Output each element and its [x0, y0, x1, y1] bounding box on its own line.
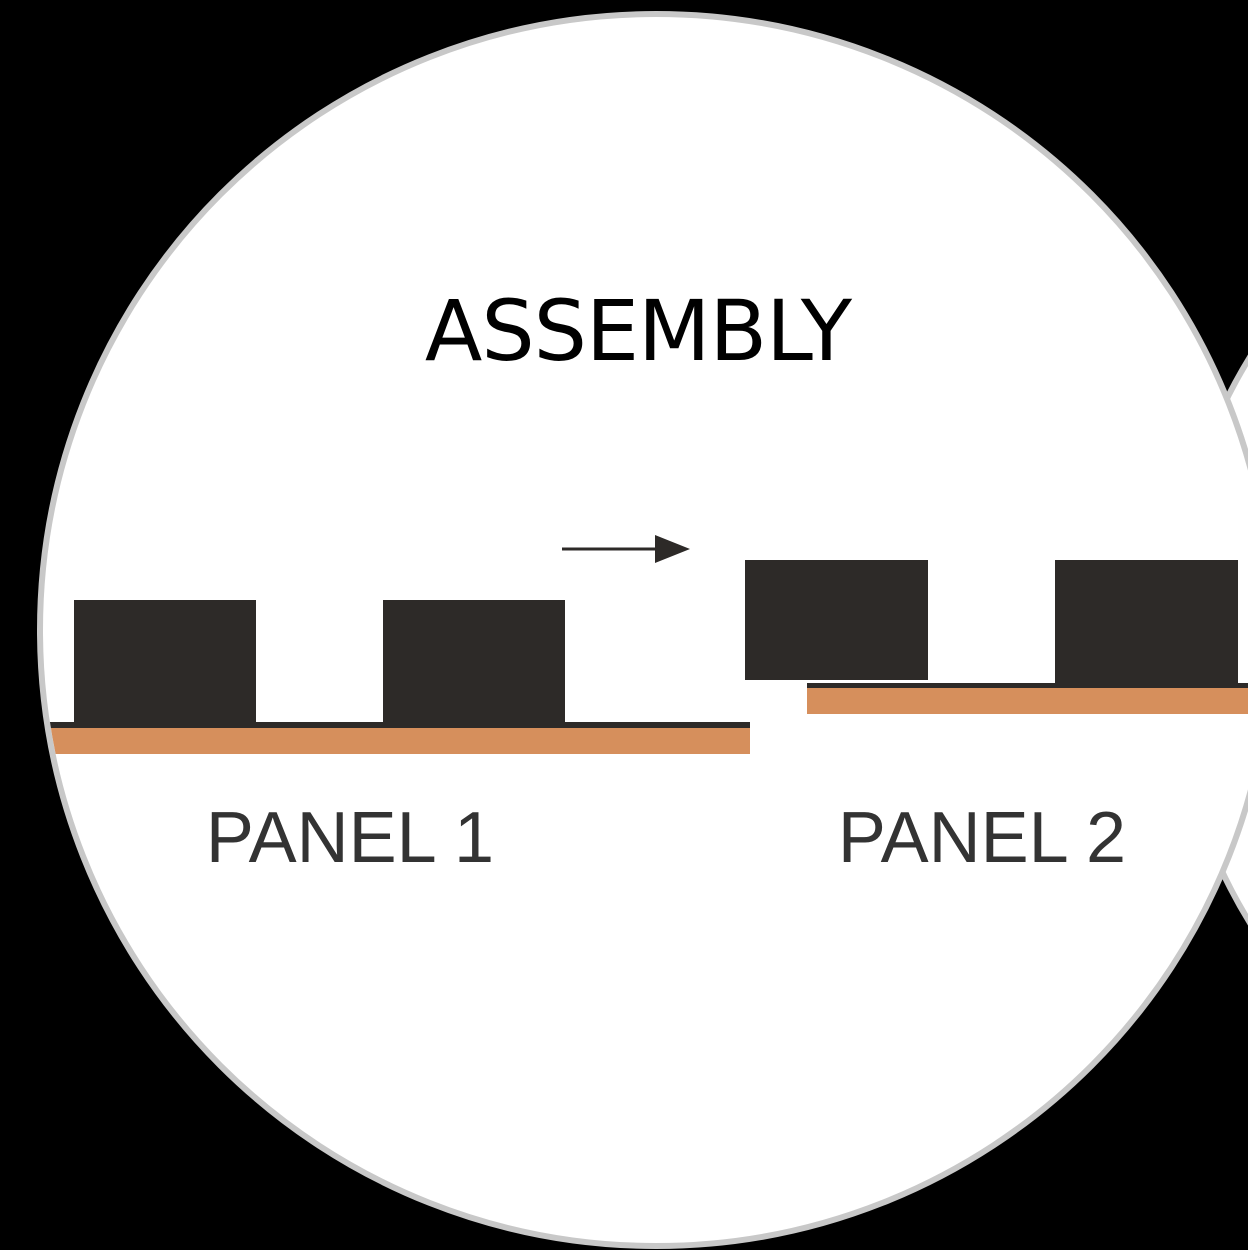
panel-2-base-line: [807, 683, 1248, 688]
panel-1-block-right: [383, 600, 565, 724]
panel-1-base-line: [43, 722, 750, 728]
panel-2-block-left: [745, 560, 928, 680]
arrow-right-icon: [562, 535, 690, 563]
panel-1-strip: [43, 728, 750, 754]
main-circle: [37, 11, 1248, 1249]
panel-1-block-left: [74, 600, 256, 724]
panel-1-label: PANEL 1: [206, 798, 494, 878]
panel-1-shape: [43, 600, 750, 754]
panel-drawing: [43, 560, 1248, 754]
panel-2-block-right: [1055, 560, 1238, 684]
diagram-title: ASSEMBLY: [425, 282, 853, 380]
panel-2-label: PANEL 2: [838, 798, 1126, 878]
panel-2-shape: [745, 560, 1248, 714]
panel-2-strip: [807, 688, 1248, 714]
